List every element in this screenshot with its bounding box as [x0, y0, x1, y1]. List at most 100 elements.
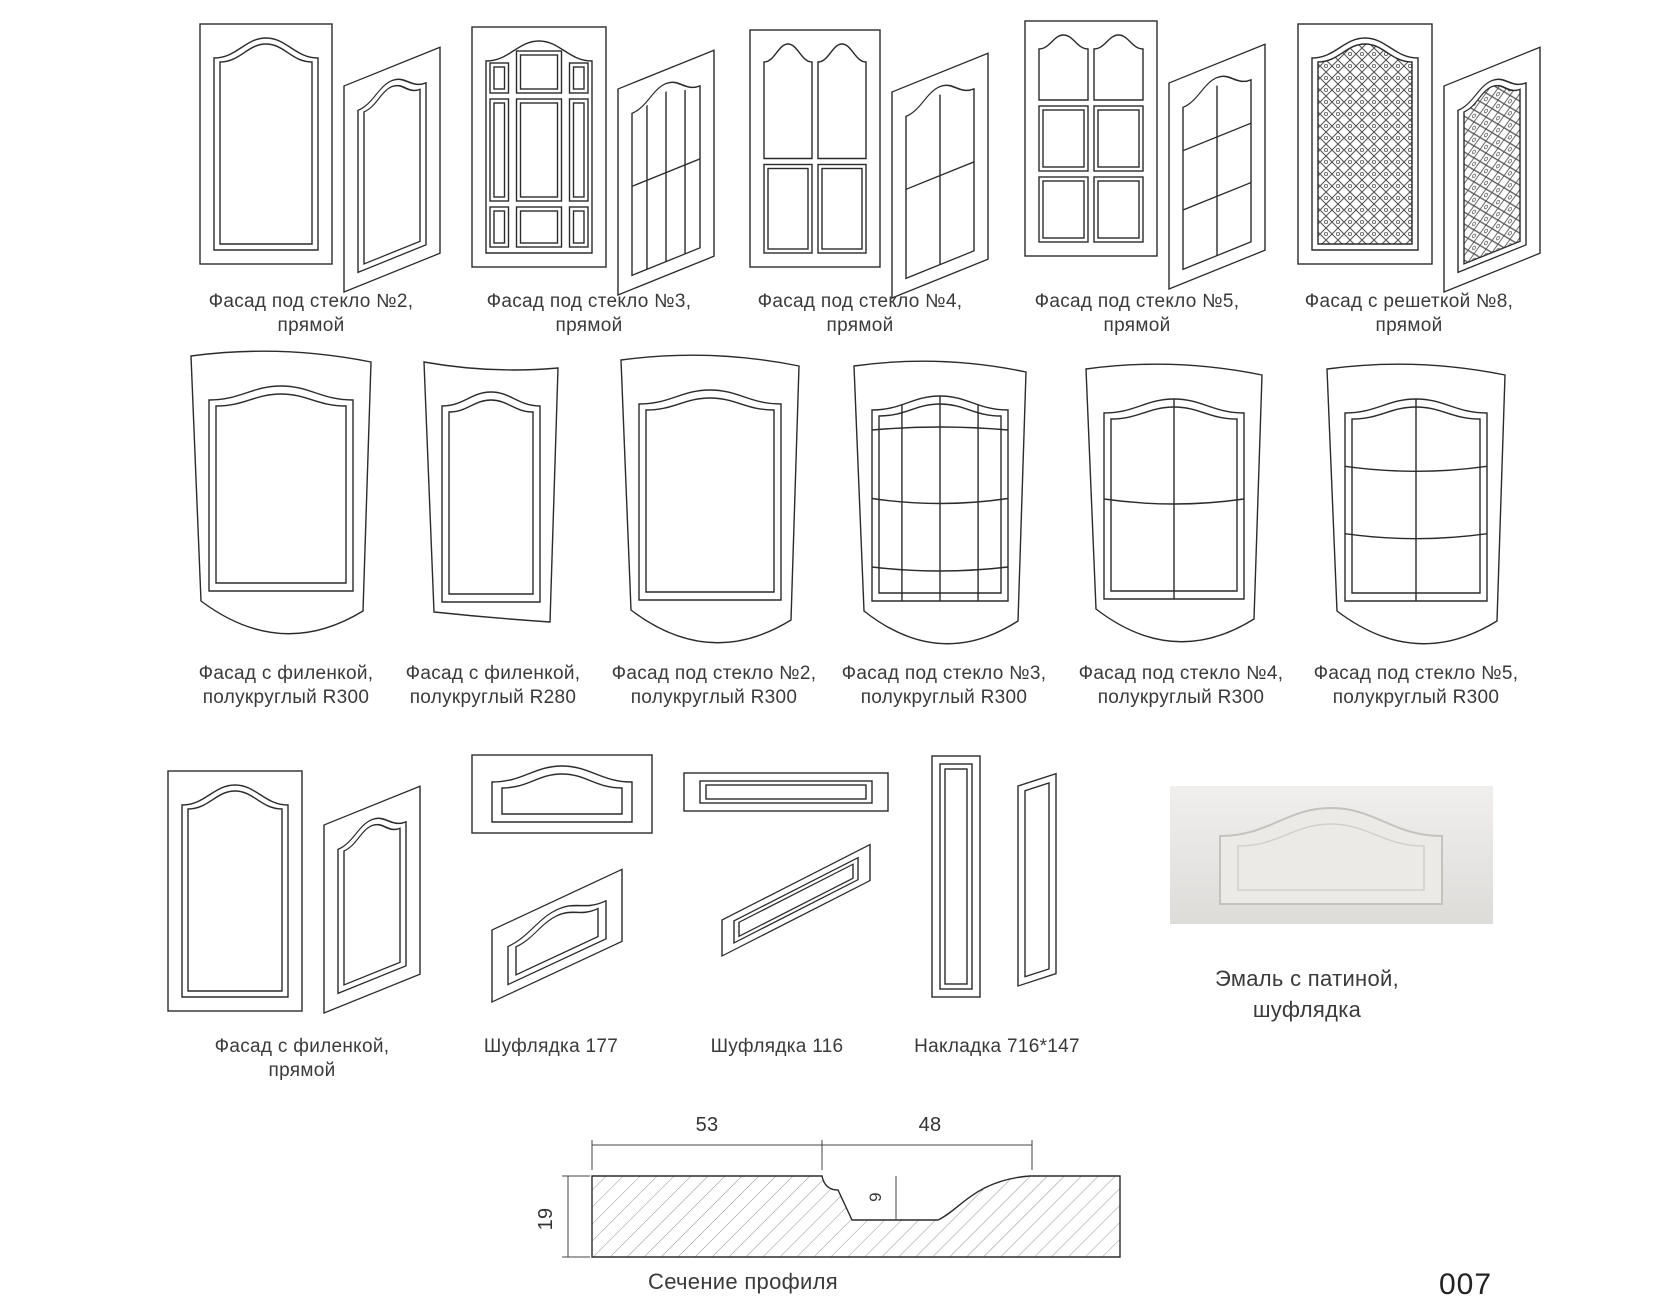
- caption-line: Шуфлядка 116: [710, 1036, 844, 1057]
- caption-line: Шуфлядка 177: [483, 1036, 619, 1057]
- dimension-label-19: 19: [535, 1207, 557, 1231]
- caption-line: Накладка 716*147: [914, 1036, 1080, 1057]
- door-outline: [749, 29, 881, 268]
- glass-pane: [515, 50, 563, 94]
- curved-door-outline: [1085, 363, 1263, 643]
- caption-line: прямой: [268, 1060, 336, 1081]
- glass-pane-inner: [1042, 109, 1085, 168]
- caption-glass-5-r300: Фасад под стекло №5, полукруглый R300: [1314, 662, 1519, 710]
- curved-panel: [208, 385, 354, 592]
- arched-frame: [1182, 75, 1252, 271]
- door-outline: [1297, 23, 1433, 265]
- curved-door-outline: [1326, 363, 1506, 645]
- door-outline: [471, 26, 607, 268]
- door-front-2: [471, 26, 607, 268]
- caption-glass-5-straight: Фасад под стекло №5, прямой: [1035, 290, 1240, 338]
- caption-line: Фасад под стекло №2,: [611, 663, 817, 684]
- glass-pane-inner: [519, 54, 559, 90]
- door-outline: [199, 23, 333, 265]
- photo-drawer-panel-inner: [1237, 823, 1425, 891]
- curved-door-2: [423, 361, 559, 623]
- door-front-4: [1024, 20, 1158, 257]
- glass-pane: [489, 206, 510, 248]
- curved-door-1: [190, 350, 372, 635]
- glass-pane-top-left: [763, 43, 813, 160]
- curved-panel: [441, 391, 541, 603]
- glass-pane-inner: [493, 210, 506, 244]
- arched-panel: [181, 784, 289, 998]
- page-number: 007: [1439, 1268, 1493, 1301]
- caption-line: шуфлядка: [1252, 997, 1362, 1022]
- drawer-panel: [491, 765, 633, 823]
- caption-line: Фасад под стекло №5,: [1313, 663, 1519, 684]
- arched-panel-inner: [1463, 84, 1521, 265]
- overlay-outline: [1017, 772, 1057, 987]
- dimension-label-9: 9: [866, 1192, 885, 1202]
- curved-door-outline: [190, 350, 372, 635]
- glass-pane-inner: [519, 210, 559, 244]
- drawer-panel: [733, 856, 859, 944]
- glass-pane-inner: [572, 102, 585, 198]
- glass-pane: [515, 206, 563, 248]
- door-perspective-1: [343, 46, 441, 293]
- caption-glass-4-r300: Фасад под стекло №4, полукруглый R300: [1079, 662, 1284, 710]
- caption-line: Фасад под стекло №3,: [841, 663, 1047, 684]
- caption-profile-section: Сечение профиля: [648, 1269, 838, 1294]
- door-outline: [1024, 20, 1158, 257]
- dimension-label-53: 53: [695, 1114, 719, 1136]
- caption-line: Фасад с решеткой №8,: [1304, 291, 1514, 312]
- arched-panel-inner: [343, 823, 401, 986]
- glass-pane: [515, 98, 563, 202]
- caption-line: прямой: [1375, 315, 1443, 336]
- photo-drawer-panel: [1219, 806, 1443, 905]
- curved-door-5: [1085, 363, 1263, 643]
- caption-line: Фасад под стекло №3,: [486, 291, 692, 312]
- door-front-3: [749, 29, 881, 268]
- overlay-panel: [939, 763, 973, 990]
- curved-door-outline: [620, 354, 800, 644]
- glass-pane: [763, 163, 813, 254]
- drawer-panel: [699, 780, 873, 804]
- profile-section: [562, 1140, 1121, 1258]
- glass-pane: [568, 206, 589, 248]
- caption-glass-2-straight: Фасад под стекло №2, прямой: [209, 290, 414, 338]
- overlay-panel: [1024, 782, 1050, 978]
- drawer-116-front: [683, 772, 889, 812]
- caption-line: полукруглый R300: [202, 687, 370, 708]
- caption-line: Фасад с филенкой,: [198, 663, 374, 684]
- drawer-panel-inner: [738, 863, 854, 938]
- glass-pane: [1038, 105, 1089, 172]
- caption-line: Эмаль с патиной,: [1214, 966, 1400, 991]
- arched-frame: [905, 84, 975, 280]
- curved-door-3: [620, 354, 800, 644]
- dimension-label-48: 48: [918, 1114, 942, 1136]
- caption-glass-4-straight: Фасад под стекло №4, прямой: [758, 290, 963, 338]
- door-perspective-4: [1168, 43, 1266, 290]
- caption-drawer-177: Шуфлядка 177: [484, 1035, 618, 1059]
- drawer-outline: [491, 868, 623, 1004]
- caption-line: Фасад под стекло №5,: [1034, 291, 1240, 312]
- drawer-outline: [721, 843, 871, 958]
- arched-panel: [213, 37, 319, 251]
- caption-line: прямой: [826, 315, 894, 336]
- overlay-perspective: [1017, 772, 1057, 987]
- caption-line: Фасад с филенкой,: [214, 1036, 390, 1057]
- glass-pane: [489, 98, 510, 202]
- curved-panel-inner: [645, 397, 775, 593]
- caption-line: Фасад под стекло №4,: [757, 291, 963, 312]
- door-outline: [323, 785, 421, 1014]
- glass-pane: [489, 62, 510, 94]
- glass-pane: [1093, 176, 1144, 243]
- glass-pane-inner: [572, 210, 585, 244]
- door-perspective-5: [1443, 46, 1541, 293]
- drawer-panel-inner: [501, 773, 623, 815]
- door-outline: [343, 46, 441, 293]
- caption-line: прямой: [277, 315, 345, 336]
- door-outline: [617, 49, 715, 296]
- drawer-177-perspective: [491, 868, 623, 1004]
- caption-line: полукруглый R300: [1097, 687, 1265, 708]
- caption-glass-2-r300: Фасад под стекло №2, полукруглый R300: [612, 662, 817, 710]
- arched-panel: [337, 817, 407, 995]
- drawer-outline: [471, 754, 653, 834]
